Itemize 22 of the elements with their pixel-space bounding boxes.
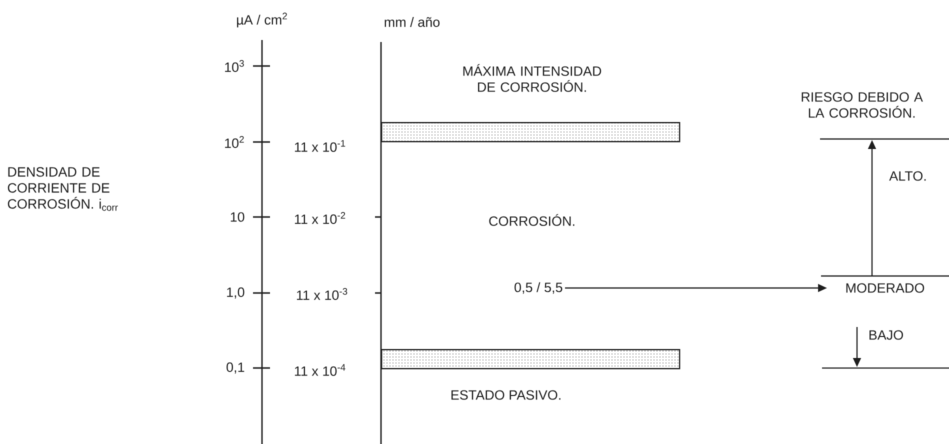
tick-label: 11 x 10$^{-1}$	[294, 140, 346, 152]
dotted-band	[381, 349, 680, 370]
heading: RIESGO DEBIDO A LA CORROSIÓN.	[802, 92, 923, 118]
risk-label: BAJO	[870, 330, 903, 340]
tick-label: 11 x 10$^{-4}$	[294, 364, 346, 376]
tick-label: 11 x 10$^{-2}$	[294, 212, 346, 224]
risk-label: ALTO.	[889, 171, 926, 181]
value-label: 0,5 / 5,5	[514, 282, 562, 294]
tick-label: 10$^{2}$	[225, 136, 244, 148]
zone-label: ESTADO PASIVO.	[451, 390, 560, 400]
tick-label: 10$^{3}$	[225, 60, 244, 72]
unit-label: mm / año	[384, 17, 440, 27]
level-label: MODERADO	[846, 283, 924, 293]
tick-label: 11 x 10$^{-3}$	[296, 288, 348, 300]
zone-label: CORROSIÓN.	[489, 214, 574, 226]
axis-title: DENSIDAD DE CORRIENTE DE CORROSIÓN. i$_{corr}$	[8, 167, 118, 211]
zone-label: MÁXIMA INTENSIDAD DE CORROSIÓN.	[463, 64, 602, 92]
tick-label: 0,1	[226, 362, 244, 374]
dotted-band	[381, 122, 680, 142]
tick-label: 10	[230, 212, 244, 222]
unit-label: µA / cm$^{2}$	[237, 12, 287, 28]
tick-label: 1,0	[227, 287, 244, 299]
